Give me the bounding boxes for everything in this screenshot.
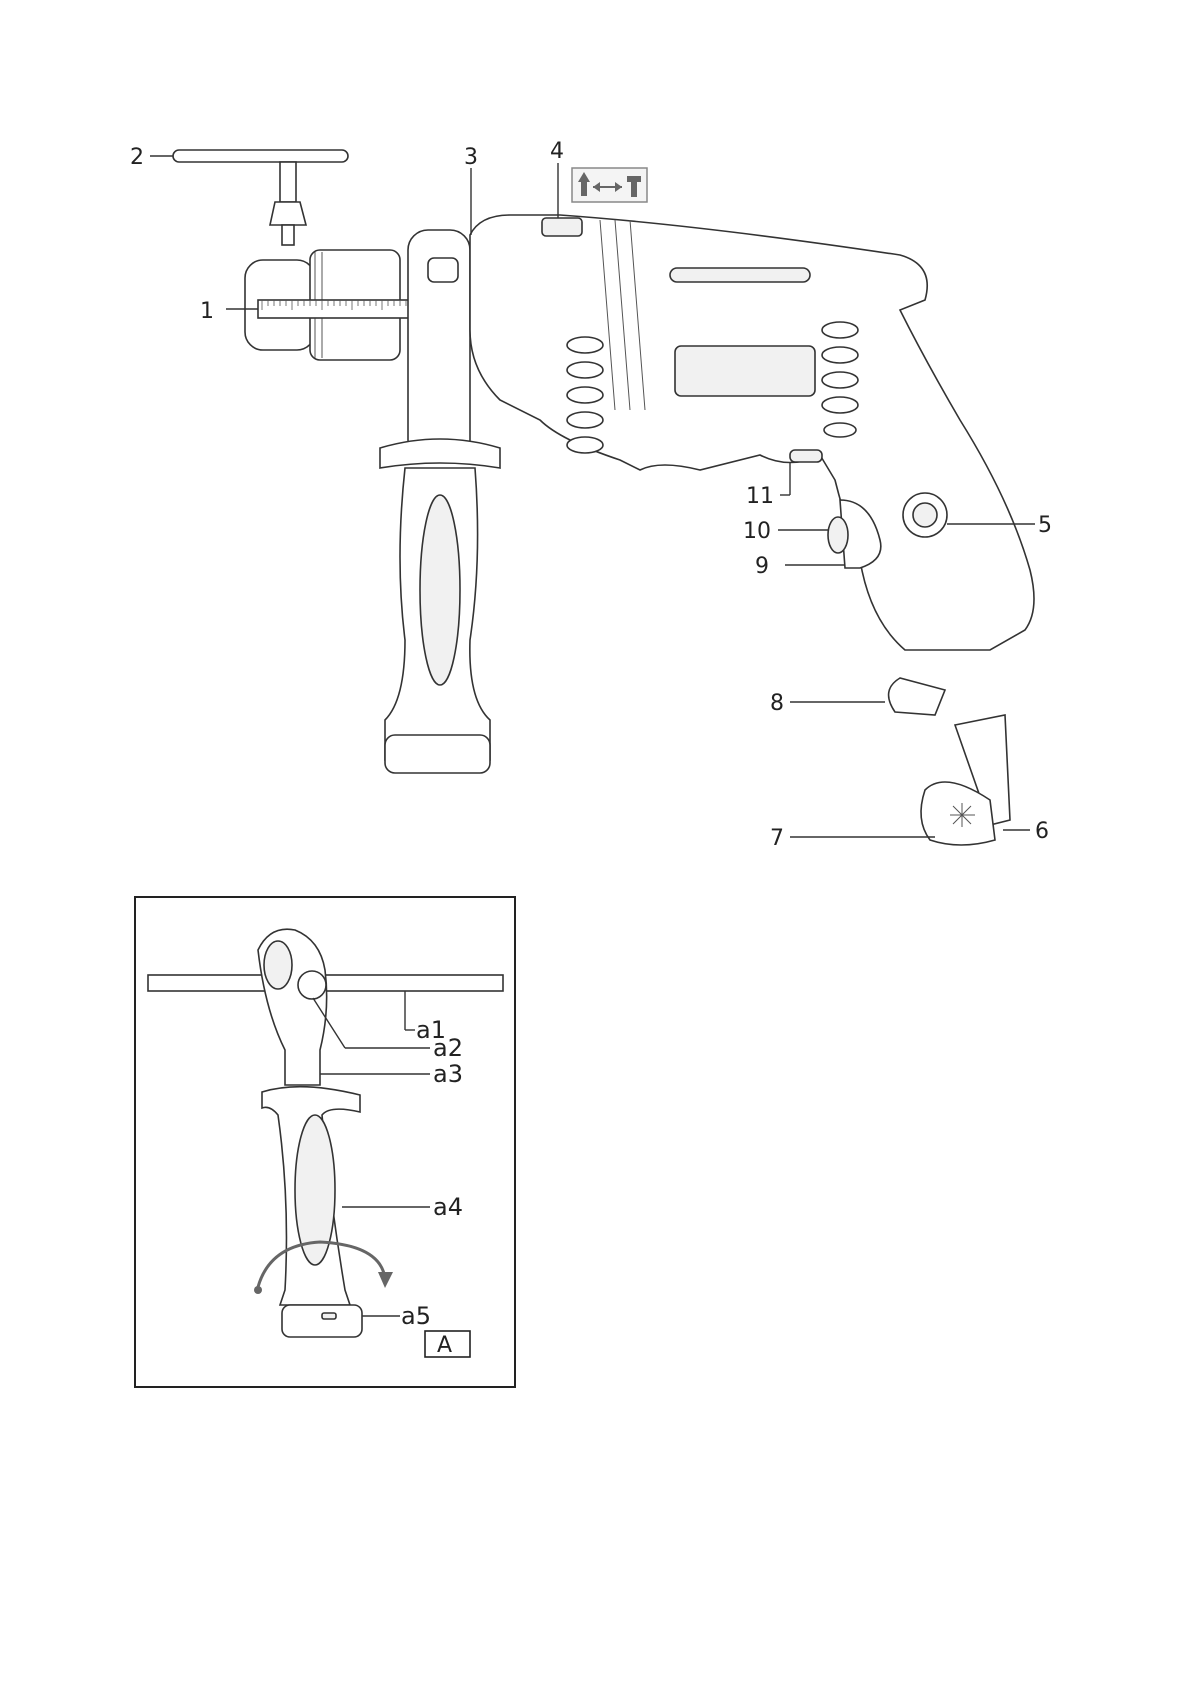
callout-a3: a3 xyxy=(433,1060,463,1088)
callout-2: 2 xyxy=(130,145,144,170)
callout-11: 11 xyxy=(746,484,774,509)
callout-a2: a2 xyxy=(433,1034,463,1062)
callout-8: 8 xyxy=(770,691,784,716)
figure-label: A xyxy=(437,1333,452,1358)
callout-4: 4 xyxy=(550,139,564,164)
main-figure: 1 2 3 4 5 6 7 8 9 10 11 xyxy=(130,139,1052,851)
callout-7: 7 xyxy=(770,826,784,851)
drill-hammer-mode-icon xyxy=(572,168,647,202)
inset-handle-base xyxy=(282,1305,362,1337)
speed-wheel xyxy=(828,517,848,553)
chuck-key xyxy=(173,150,348,245)
callout-5: 5 xyxy=(1038,513,1052,538)
callout-6: 6 xyxy=(1035,819,1049,844)
mode-switch xyxy=(542,218,582,236)
callout-10: 10 xyxy=(743,519,771,544)
callout-3: 3 xyxy=(464,145,478,170)
direction-switch xyxy=(790,450,822,462)
callout-1: 1 xyxy=(200,299,214,324)
inset-clamp-screw xyxy=(298,971,326,999)
callout-a5: a5 xyxy=(401,1302,431,1330)
callout-9: 9 xyxy=(755,554,769,579)
hook-bracket xyxy=(889,678,945,715)
inset-figure: a1 a2 a3 a4 a5 A xyxy=(135,897,515,1387)
callout-a4: a4 xyxy=(433,1193,463,1221)
